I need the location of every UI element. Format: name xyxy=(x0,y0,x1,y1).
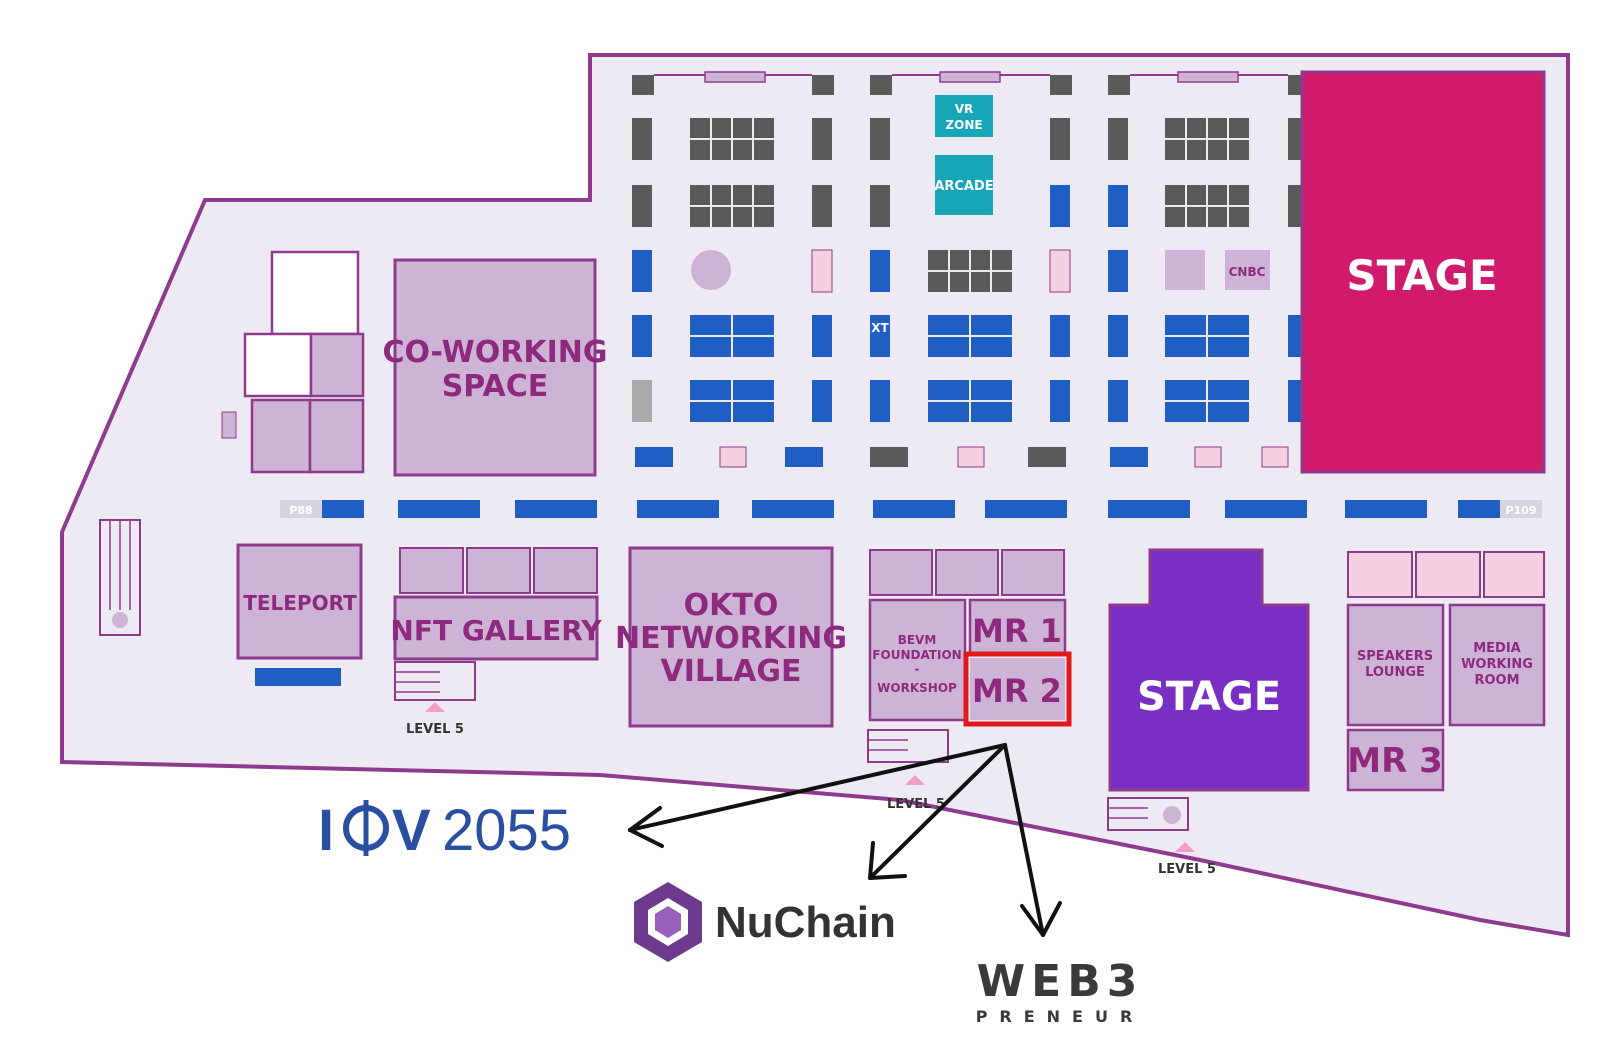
arcade-zone: ARCADE xyxy=(934,155,994,215)
level-label-3: LEVEL 5 xyxy=(1158,862,1216,877)
svg-text:ROOM: ROOM xyxy=(1474,673,1519,688)
iov2055-logo: I V 2055 xyxy=(318,798,571,863)
cnbc-label: CNBC xyxy=(1229,265,1266,279)
svg-text:-: - xyxy=(915,662,920,676)
svg-text:STAGE: STAGE xyxy=(1137,674,1281,720)
svg-text:ARCADE: ARCADE xyxy=(934,179,993,194)
nuchain-logo: NuChain xyxy=(634,882,896,962)
mr2-highlight xyxy=(963,651,1072,727)
svg-text:P109: P109 xyxy=(1505,504,1536,517)
xt-label: XT xyxy=(871,321,889,335)
svg-text:OKTO: OKTO xyxy=(684,588,779,623)
okto-networking-village: OKTO NETWORKING VILLAGE xyxy=(615,546,847,728)
svg-text:ZONE: ZONE xyxy=(945,118,982,132)
stage-bottom: STAGE LEVEL 5 xyxy=(1107,548,1310,877)
svg-text:PRENEUR: PRENEUR xyxy=(976,1007,1145,1026)
svg-text:WORKING: WORKING xyxy=(1461,657,1533,672)
svg-text:SPACE: SPACE xyxy=(442,369,549,404)
svg-text:2055: 2055 xyxy=(442,798,571,863)
vr-zone: VR ZONE xyxy=(935,95,993,137)
nft-gallery: NFT GALLERY LEVEL 5 xyxy=(390,547,602,737)
svg-text:NFT GALLERY: NFT GALLERY xyxy=(390,614,602,647)
co-working-space: CO-WORKING SPACE xyxy=(382,258,608,477)
stage-top: STAGE xyxy=(1300,70,1546,474)
middle-booth-strip: P88 P109 xyxy=(280,500,1542,518)
level-label-1: LEVEL 5 xyxy=(406,722,464,737)
svg-text:STAGE: STAGE xyxy=(1346,251,1497,300)
svg-text:V: V xyxy=(392,798,431,863)
svg-text:VR: VR xyxy=(955,102,974,116)
right-rooms: SPEAKERS LOUNGE MEDIA WORKING ROOM MR 3 xyxy=(1346,551,1546,792)
web3preneur-logo: WEB3 PRENEUR xyxy=(976,956,1145,1026)
mr3-label: MR 3 xyxy=(1347,741,1443,781)
svg-text:CO-WORKING: CO-WORKING xyxy=(382,335,607,370)
svg-text:NuChain: NuChain xyxy=(715,898,896,947)
svg-text:BEVM: BEVM xyxy=(898,633,937,647)
mr1-label: MR 1 xyxy=(972,612,1062,650)
left-small-rooms xyxy=(221,250,365,474)
mr2-label: MR 2 xyxy=(972,672,1062,710)
svg-text:WORKSHOP: WORKSHOP xyxy=(877,681,957,695)
media-room-label: MEDIA xyxy=(1473,641,1521,656)
stairs-left xyxy=(99,519,141,636)
speakers-lounge-label: SPEAKERS xyxy=(1357,649,1433,664)
svg-text:VILLAGE: VILLAGE xyxy=(661,654,802,689)
nuchain-hex-icon xyxy=(634,882,702,962)
level-label-2: LEVEL 5 xyxy=(887,797,945,812)
teleport-room: TELEPORT xyxy=(236,543,363,686)
svg-text:WEB3: WEB3 xyxy=(977,956,1144,1007)
svg-text:FOUNDATION: FOUNDATION xyxy=(872,648,961,662)
svg-text:P88: P88 xyxy=(289,504,312,517)
bevm-mr-block: BEVM FOUNDATION - WORKSHOP MR 1 MR 2 LEV… xyxy=(867,549,1072,812)
pointer-arrows xyxy=(628,743,1062,937)
svg-text:NETWORKING: NETWORKING xyxy=(615,621,847,656)
svg-text:I: I xyxy=(318,798,334,863)
svg-text:TELEPORT: TELEPORT xyxy=(243,591,357,615)
iov-o-icon xyxy=(343,800,389,856)
svg-text:LOUNGE: LOUNGE xyxy=(1365,665,1425,680)
